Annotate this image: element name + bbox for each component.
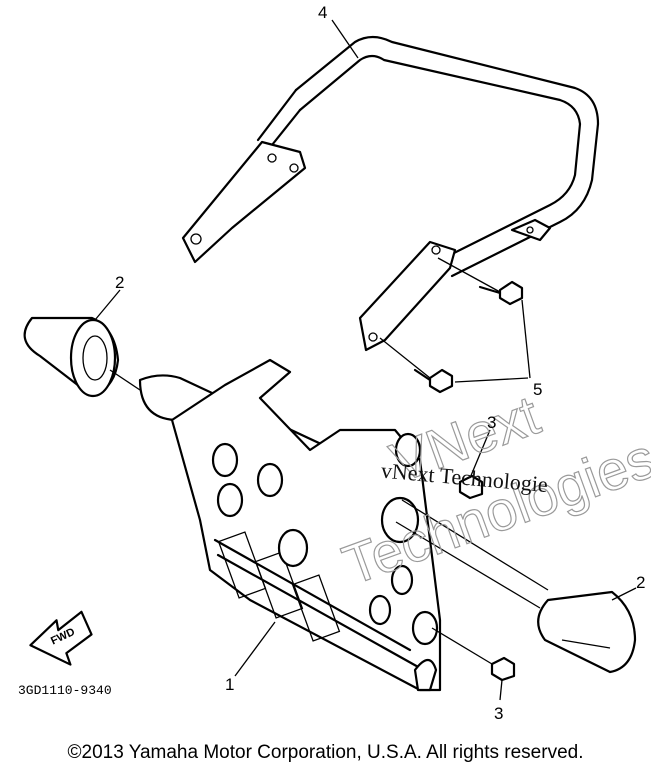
part-label-2-left: 2 (115, 273, 124, 292)
copyright-notice: ©2013 Yamaha Motor Corporation, U.S.A. A… (67, 742, 584, 763)
bumper-end-right (537, 590, 637, 674)
part-label-2-right: 2 (636, 573, 645, 592)
part-label-4: 4 (318, 3, 327, 22)
part-label-1: 1 (225, 675, 234, 694)
bumper-end-left (23, 316, 141, 398)
part-label-5: 5 (533, 380, 542, 399)
part-label-3-bottom: 3 (494, 704, 503, 723)
part-label-3-top: 3 (487, 413, 496, 432)
fwd-arrow-icon: FWD (29, 610, 93, 666)
diagram-code: 3GD1110-9340 (18, 683, 112, 698)
bolt-top (458, 429, 491, 500)
skid-plate (138, 358, 549, 692)
grab-bar (181, 35, 600, 394)
bolt-bottom (431, 627, 516, 701)
